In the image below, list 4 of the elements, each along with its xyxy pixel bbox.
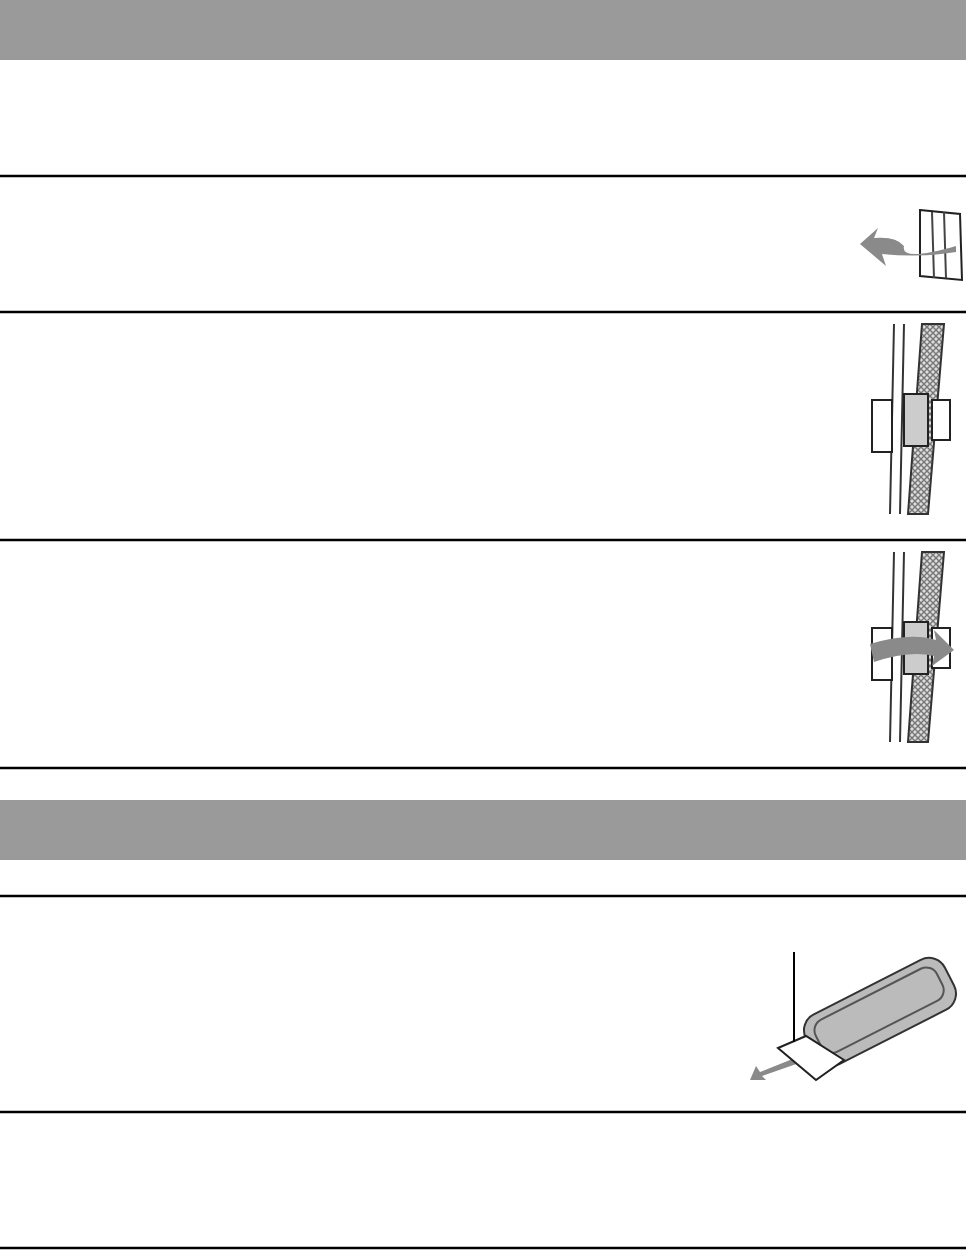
- insulation-sheet: [776, 1034, 846, 1082]
- leader-line: [793, 951, 795, 1043]
- section-header-bar: [0, 800, 966, 860]
- section-header-bar: [0, 0, 966, 60]
